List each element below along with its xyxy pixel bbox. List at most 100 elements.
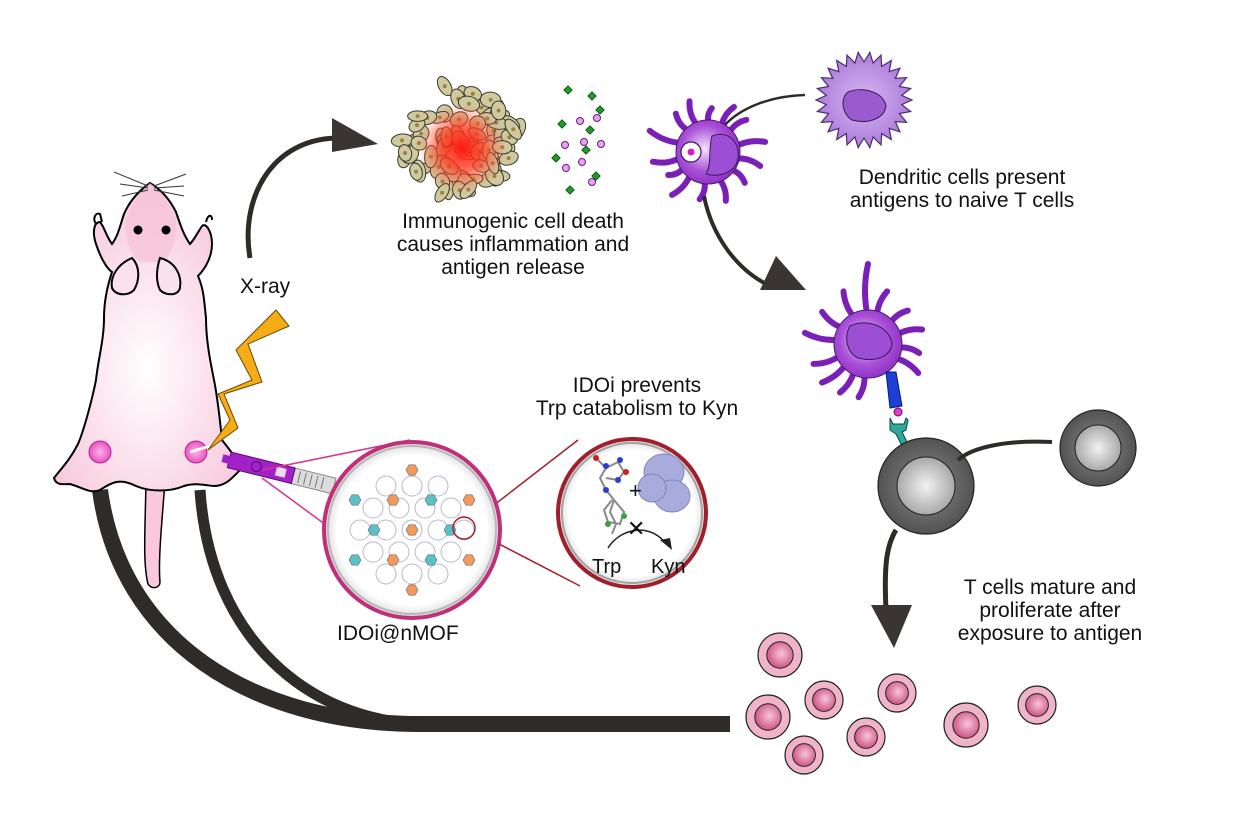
tumor-cell-nucleus xyxy=(414,123,419,128)
tumor-cell-nucleus xyxy=(440,190,445,195)
dc-link-arc xyxy=(723,93,806,127)
antigen-purple xyxy=(576,117,584,125)
mof-linker xyxy=(414,541,436,563)
effector-t-cell xyxy=(784,735,824,775)
tcell-label: T cells mature and proliferate after exp… xyxy=(957,576,1143,645)
antigen-green xyxy=(591,171,601,181)
tumor-left xyxy=(88,440,112,464)
dc-resting-nucleus xyxy=(842,89,887,122)
mouse-whiskers xyxy=(113,171,187,197)
ido-zoom: + ✕ Trp Kyn xyxy=(556,437,708,589)
antigen-green xyxy=(581,145,591,155)
mof-linker xyxy=(401,519,423,541)
tumor-cell-nucleus xyxy=(403,151,408,156)
mof-linker xyxy=(401,563,423,585)
dc-resting xyxy=(814,50,914,150)
mof-node-orange xyxy=(405,524,419,536)
mof-lattice xyxy=(348,464,476,596)
antigen-purple xyxy=(561,141,569,149)
xray-arrow-shaft xyxy=(245,135,337,259)
icd-label: Immunogenic cell death causes inflammati… xyxy=(396,210,630,279)
mouse-paw-left xyxy=(93,212,103,225)
syringe-plunger xyxy=(288,466,337,495)
mof-linker xyxy=(427,475,449,497)
mof-node-orange xyxy=(462,494,476,506)
xray-arrow xyxy=(245,118,378,259)
effector-t-cell xyxy=(846,717,886,757)
tumor-cell-nucleus xyxy=(400,138,405,143)
t-naive-1 xyxy=(877,437,975,535)
antigen-green xyxy=(551,153,561,163)
dc-label: Dendritic cells present antigens to naiv… xyxy=(849,166,1075,212)
mof-node-orange xyxy=(462,554,476,566)
return-arrows xyxy=(88,455,730,732)
antigen-green xyxy=(557,119,567,129)
tumor-cell-nucleus xyxy=(507,135,512,140)
mof-linker xyxy=(375,563,397,585)
mouse-body xyxy=(52,181,242,493)
mhc-receptor xyxy=(885,371,903,409)
effector-t-cell xyxy=(1017,685,1057,725)
effector-t-cell-nucleus xyxy=(885,681,909,705)
tumor-cell-nucleus xyxy=(414,169,419,174)
dc-immature xyxy=(646,98,769,204)
mof-node-teal xyxy=(348,494,362,506)
mouse-ear-right xyxy=(156,256,182,296)
effector-t-cells xyxy=(745,632,1057,775)
effector-t-cell-nucleus xyxy=(812,688,836,712)
antigen-purple xyxy=(593,114,601,122)
antigen-green xyxy=(565,185,575,195)
antigen-green xyxy=(563,85,573,95)
mof-linker xyxy=(440,497,462,519)
tumor-cell-nucleus xyxy=(511,127,516,132)
mof-node-orange xyxy=(386,554,400,566)
mouse-eye-right xyxy=(161,225,171,235)
trp-kyn-arrow-head xyxy=(660,538,672,550)
xray-bolt-icon xyxy=(207,309,290,451)
antigen-purple xyxy=(578,158,586,166)
mof-node-teal xyxy=(348,554,362,566)
tail-bar xyxy=(420,716,730,732)
antigen-purple xyxy=(580,138,588,146)
mof-node-orange xyxy=(405,464,419,476)
mouse-head xyxy=(125,183,177,262)
antigen-green xyxy=(585,125,595,135)
mof-node-teal xyxy=(424,554,438,566)
tumor-cell-nucleus xyxy=(488,97,493,102)
mof-linker xyxy=(362,497,384,519)
xray-label: X-ray xyxy=(240,275,291,298)
antigen-purple xyxy=(588,178,596,186)
presented-antigen xyxy=(893,407,903,417)
trp-kyn-arrow xyxy=(607,529,667,549)
effector-t-cell xyxy=(804,680,844,720)
mouse-tail xyxy=(143,469,167,589)
dc-immature-nucleus xyxy=(705,133,739,176)
mouse-ear-left xyxy=(110,256,140,296)
t-link-arc xyxy=(956,439,1053,462)
t-proliferation-arrow xyxy=(871,528,912,648)
effector-t-cell xyxy=(745,694,791,740)
t-naive-2 xyxy=(1059,409,1137,487)
return-arrow-right-shaft xyxy=(194,489,730,730)
mof-linker xyxy=(362,541,384,563)
mouse xyxy=(52,171,242,589)
dc-presenting xyxy=(801,261,926,455)
ido-enzyme-icon xyxy=(637,453,691,513)
mof-linker xyxy=(440,541,462,563)
antigen-green xyxy=(595,105,605,115)
tumor-right-injection-mark xyxy=(189,444,211,454)
mof-linker xyxy=(388,497,410,519)
nmof-label: IDOi@nMOF xyxy=(337,622,459,645)
mof-node-orange xyxy=(405,584,419,596)
blocked-cross-icon: ✕ xyxy=(627,517,645,542)
effector-t-cell-nucleus xyxy=(854,725,878,749)
mof-node-orange xyxy=(386,494,400,506)
xray-arrow-head xyxy=(332,118,378,152)
tumor-cell-nucleus xyxy=(470,91,475,96)
effector-t-cell-nucleus xyxy=(1025,693,1049,717)
tumor-cell-nucleus xyxy=(506,156,511,161)
dying-tumor xyxy=(390,76,527,203)
effector-t-cell xyxy=(943,702,989,748)
tumor-cell-nucleus xyxy=(496,108,501,113)
